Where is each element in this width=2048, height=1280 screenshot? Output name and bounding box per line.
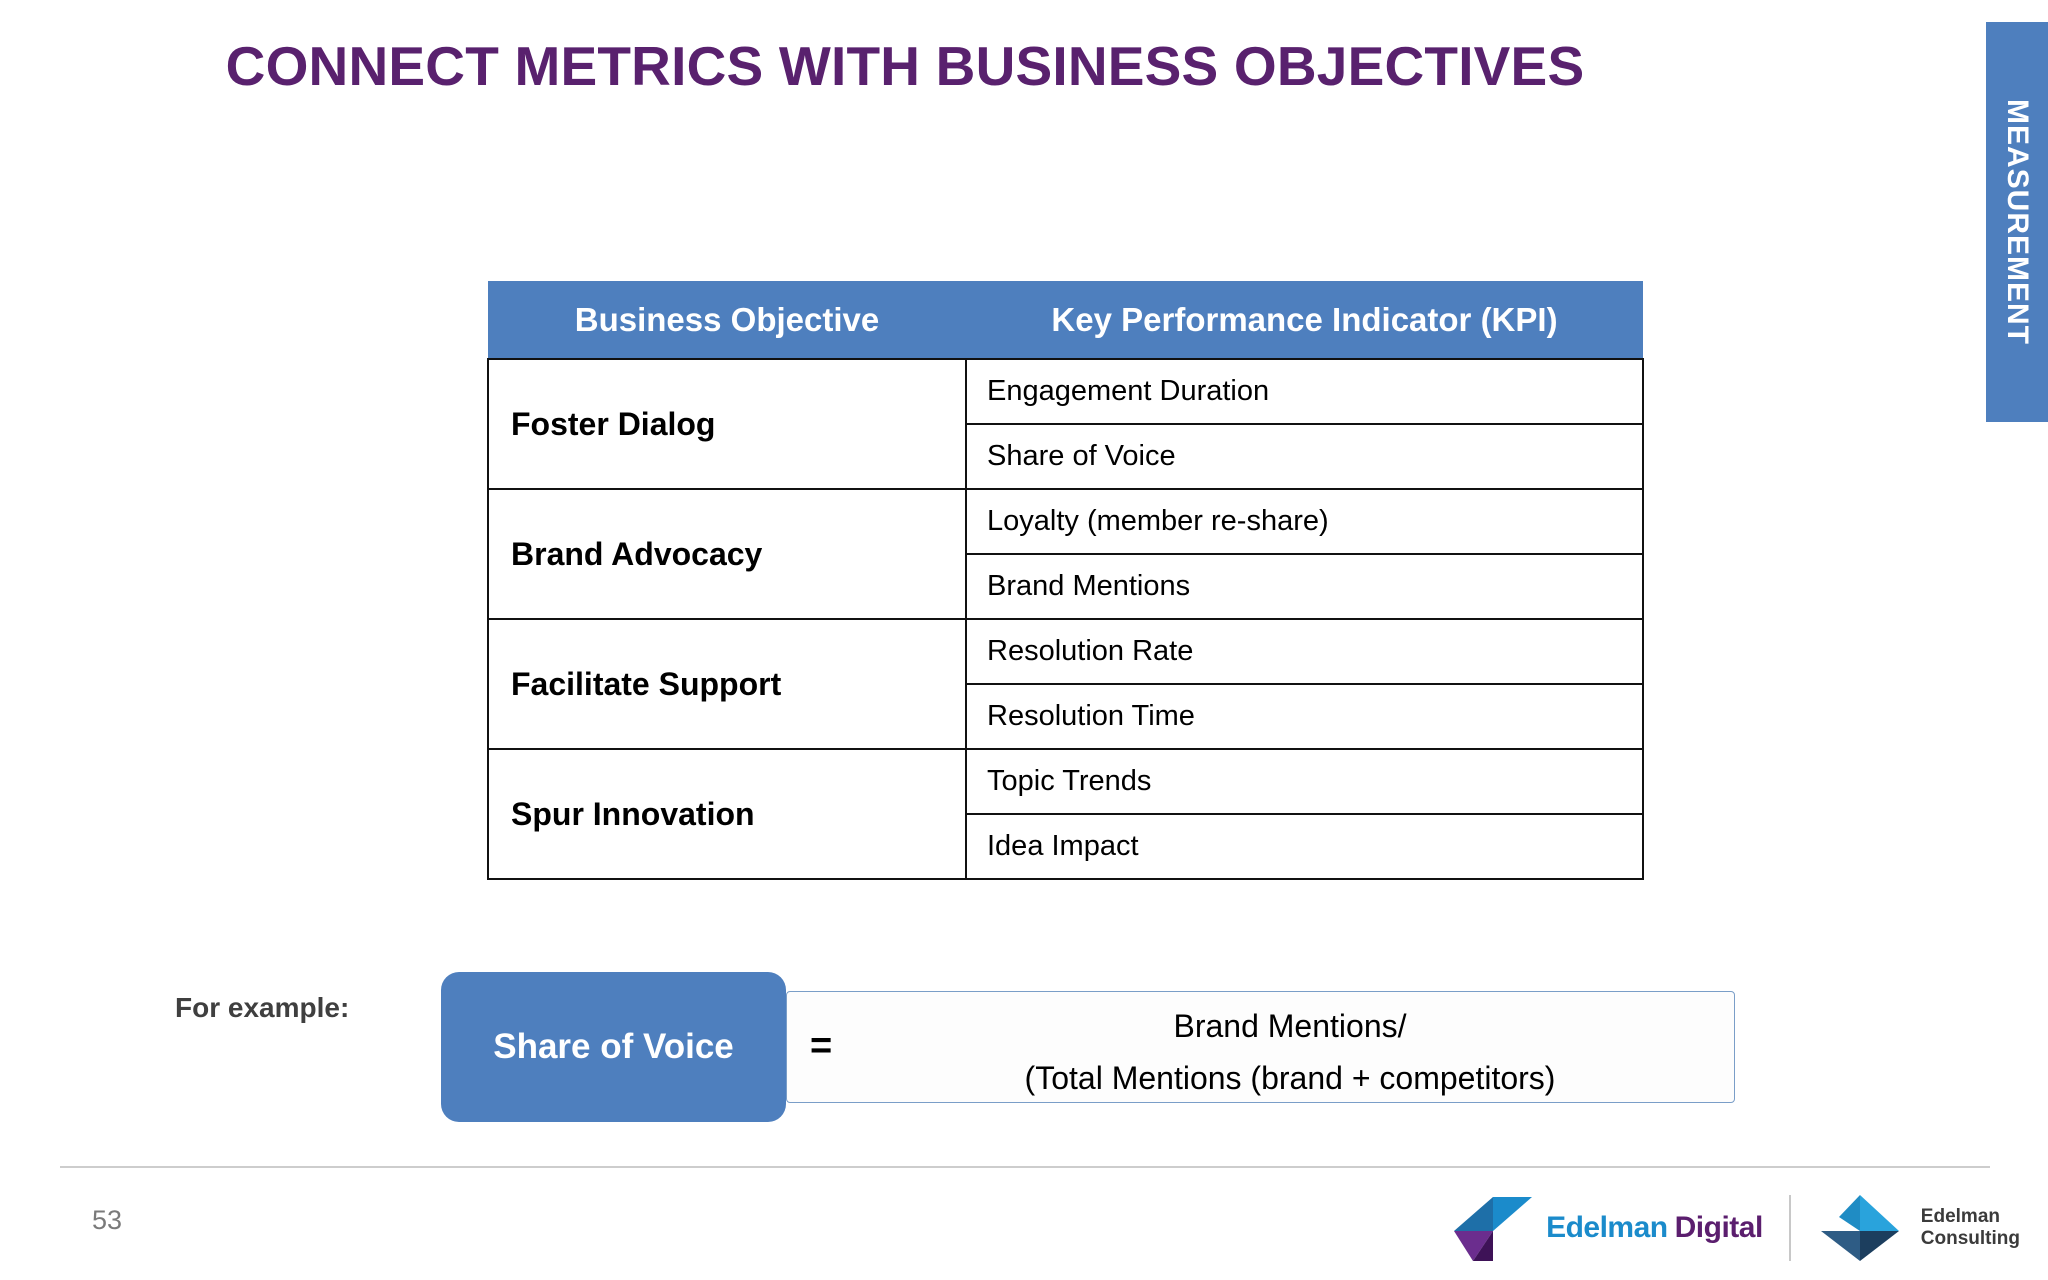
kpi-cell: Topic Trends <box>965 748 1644 815</box>
page-number: 53 <box>92 1205 123 1235</box>
logo-edelman-text: Edelman <box>1546 1211 1668 1244</box>
edelman-digital-wordmark: Edelman Digital <box>1546 1211 1763 1245</box>
edelman-digital-logo: Edelman Digital <box>1450 1191 1763 1265</box>
table-row: Spur Innovation Topic Trends <box>487 748 1644 880</box>
edelman-digital-triangle-icon <box>1454 1197 1533 1261</box>
table-header-row: Business Objective Key Performance Indic… <box>488 281 1643 359</box>
section-tab-measurement: MEASUREMENT <box>1986 22 2048 422</box>
column-header-objective: Business Objective <box>488 281 966 359</box>
formula-numerator: Brand Mentions/ <box>1173 1008 1407 1044</box>
share-of-voice-chip: Share of Voice <box>441 972 786 1122</box>
table-row: Idea Impact <box>488 813 1644 880</box>
logo-digital-text: Digital <box>1674 1211 1764 1244</box>
objective-cell: Foster Dialog <box>487 358 967 490</box>
kpi-cell: Resolution Time <box>965 683 1644 750</box>
kpi-table: Business Objective Key Performance Indic… <box>487 281 1644 880</box>
equals-sign: = <box>810 1025 833 1067</box>
logo-consulting-line1: Edelman <box>1920 1206 2000 1227</box>
kpi-cell: Resolution Rate <box>965 618 1644 685</box>
edelman-consulting-logo: Edelman Consulting <box>1817 1191 2020 1265</box>
kpi-cell: Idea Impact <box>965 813 1644 880</box>
objective-cell: Spur Innovation <box>487 748 967 880</box>
for-example-label: For example: <box>175 992 350 1023</box>
table-row: Facilitate Support Resolution Rate <box>487 618 1644 750</box>
logo-consulting-line2: Consulting <box>1920 1228 2020 1249</box>
footer-divider <box>60 1166 1990 1168</box>
column-header-kpi: Key Performance Indicator (KPI) <box>966 281 1643 359</box>
page-title: CONNECT METRICS WITH BUSINESS OBJECTIVES <box>225 35 1585 97</box>
kpi-cell: Share of Voice <box>965 423 1644 490</box>
table-row: Brand Mentions <box>488 553 1644 620</box>
formula-box <box>786 991 1735 1103</box>
section-tab-label: MEASUREMENT <box>2001 98 2034 346</box>
edelman-consulting-triangle-icon <box>1820 1195 1899 1261</box>
formula-text: Brand Mentions/ (Total Mentions (brand +… <box>860 1000 1720 1104</box>
table-row: Brand Advocacy Loyalty (member re-share) <box>487 488 1644 620</box>
objective-cell: Brand Advocacy <box>487 488 967 620</box>
table-row: Foster Dialog Engagement Duration <box>487 358 1644 490</box>
table-row: Share of Voice <box>488 423 1644 490</box>
objective-cell: Facilitate Support <box>487 618 967 750</box>
logo-separator <box>1788 1195 1791 1261</box>
formula-denominator: (Total Mentions (brand + competitors) <box>1024 1060 1556 1096</box>
kpi-cell: Engagement Duration <box>965 358 1644 425</box>
edelman-consulting-wordmark: Edelman Consulting <box>1921 1206 2020 1250</box>
table-row: Resolution Time <box>488 683 1644 750</box>
kpi-cell: Loyalty (member re-share) <box>965 488 1644 555</box>
footer-logos: Edelman Digital Edelman Consulting <box>1450 1182 2020 1274</box>
kpi-cell: Brand Mentions <box>965 553 1644 620</box>
